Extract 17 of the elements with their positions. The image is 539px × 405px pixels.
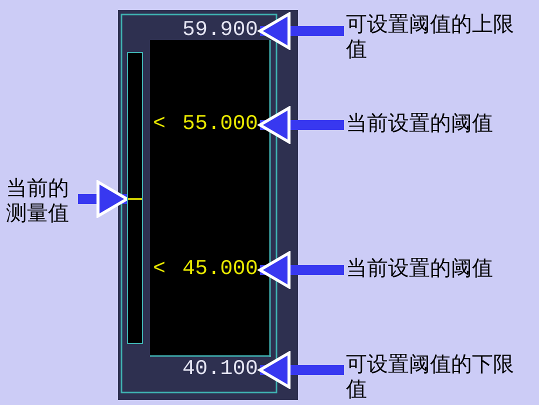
annotation-text: 可设置阈值的下限值 <box>346 352 522 402</box>
arrow <box>78 180 128 218</box>
arrow <box>258 106 344 144</box>
annotation-text: 当前设置的阈值 <box>346 111 536 139</box>
level-bar <box>127 52 143 344</box>
value-readout: 40.100 <box>176 357 258 383</box>
value-readout: 59.900 <box>176 18 258 44</box>
arrow <box>258 12 344 50</box>
less-than-sign: < <box>153 112 166 138</box>
annotation-text: 当前的测量值 <box>6 176 78 232</box>
value-readout: 55.000 <box>176 112 258 138</box>
annotation-text: 当前设置的阈值 <box>346 256 536 284</box>
value-readout: 45.000 <box>176 257 258 283</box>
arrow <box>258 352 344 388</box>
annotation-text: 可设置阈值的上限值 <box>346 12 522 68</box>
arrow <box>258 252 344 288</box>
less-than-sign: < <box>153 257 166 283</box>
